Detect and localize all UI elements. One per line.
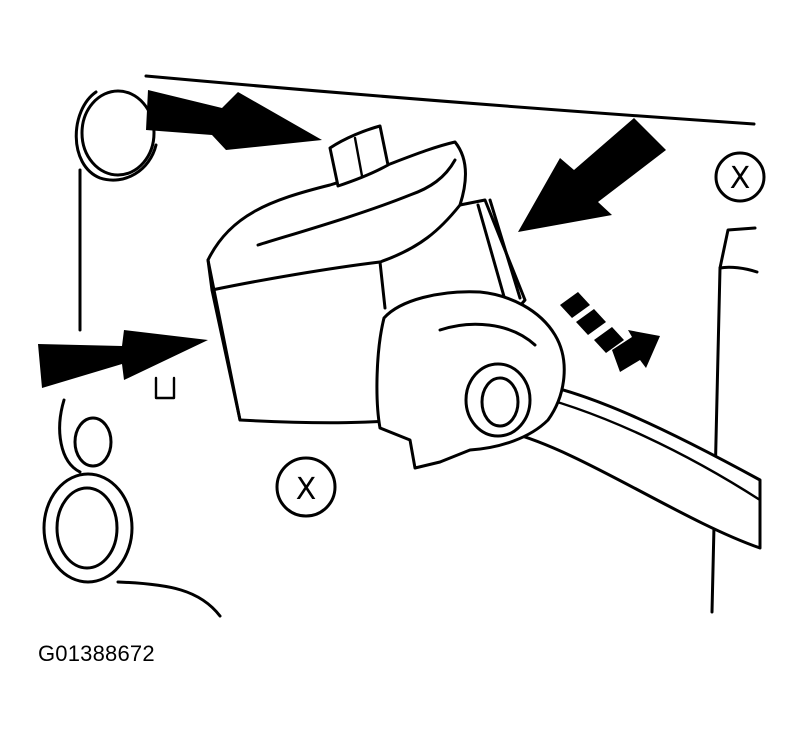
locking-tab xyxy=(328,124,390,188)
panel-holes xyxy=(42,89,158,584)
figure-id-label: G01388672 xyxy=(38,641,155,666)
pull-direction-arrow xyxy=(560,292,660,372)
screw-marker-lower: X xyxy=(275,456,337,518)
screw-marker-upper-right: X xyxy=(714,151,766,203)
arrow-left xyxy=(38,330,208,388)
arrow-upper-right xyxy=(518,118,666,232)
arrow-upper-left xyxy=(146,90,322,150)
screw-marker-label: X xyxy=(730,161,751,196)
mounting-panel xyxy=(78,74,759,618)
screw-marker-label: X xyxy=(296,472,317,507)
connector-boot xyxy=(375,290,566,470)
bracket-notch xyxy=(154,376,176,400)
